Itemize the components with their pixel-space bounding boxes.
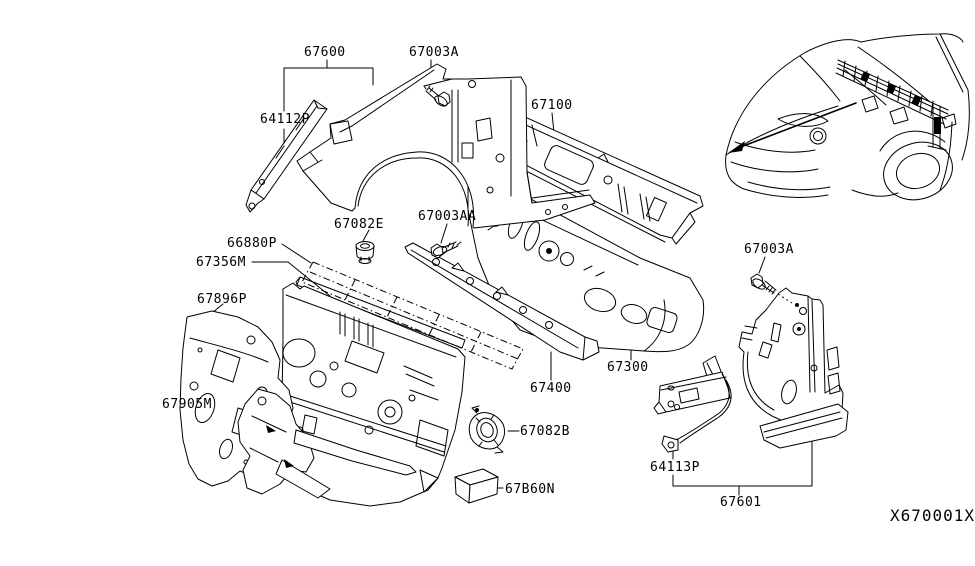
pointer-arrow xyxy=(728,102,857,153)
part-67905m-insulator-lower xyxy=(237,388,417,499)
part-label-67003a-right: 67003A xyxy=(744,242,794,257)
part-64112p-hoodledge-reinforce xyxy=(245,99,328,213)
part-label-67082e: 67082E xyxy=(334,217,384,232)
part-label-67356m: 67356M xyxy=(196,255,246,270)
box-67b60n-icon xyxy=(454,468,499,504)
part-label-67003aa: 67003AA xyxy=(418,209,477,224)
bolt-67003aa-icon xyxy=(430,241,462,259)
part-label-67905m: 67905M xyxy=(162,397,212,412)
part-label-67896p: 67896P xyxy=(197,292,247,307)
part-label-66880p: 66880P xyxy=(227,236,277,251)
clip-67082e-icon xyxy=(355,241,375,264)
car-locator-illustration xyxy=(725,33,970,201)
part-label-67003a-top: 67003A xyxy=(409,45,459,60)
bolt-67003a-left-icon xyxy=(423,78,453,107)
part-label-67400: 67400 xyxy=(530,381,572,396)
part-label-64112p: 64112P xyxy=(260,112,310,127)
drawing-code: X670001X xyxy=(890,506,975,525)
grommet-67082b-icon xyxy=(468,405,506,454)
part-64113p-hoodledge-reinforce xyxy=(653,355,732,453)
part-67400-dash-lower-member xyxy=(404,242,600,361)
bolt-67003a-right-icon xyxy=(750,273,793,304)
part-label-67601: 67601 xyxy=(720,495,762,510)
part-67601-hoodledge-assembly-rh xyxy=(738,287,849,449)
part-label-67600: 67600 xyxy=(304,45,346,60)
part-66880p-seal-strip xyxy=(295,261,524,370)
part-67600-hoodledge-assembly-lh xyxy=(296,63,596,229)
part-label-67082b: 67082B xyxy=(520,424,570,439)
part-label-64113p: 64113P xyxy=(650,460,700,475)
part-label-67b60n: 67B60N xyxy=(505,482,555,497)
part-67356m-dash-assembly xyxy=(281,282,466,507)
part-label-67100: 67100 xyxy=(531,98,573,113)
part-label-67300: 67300 xyxy=(607,360,649,375)
